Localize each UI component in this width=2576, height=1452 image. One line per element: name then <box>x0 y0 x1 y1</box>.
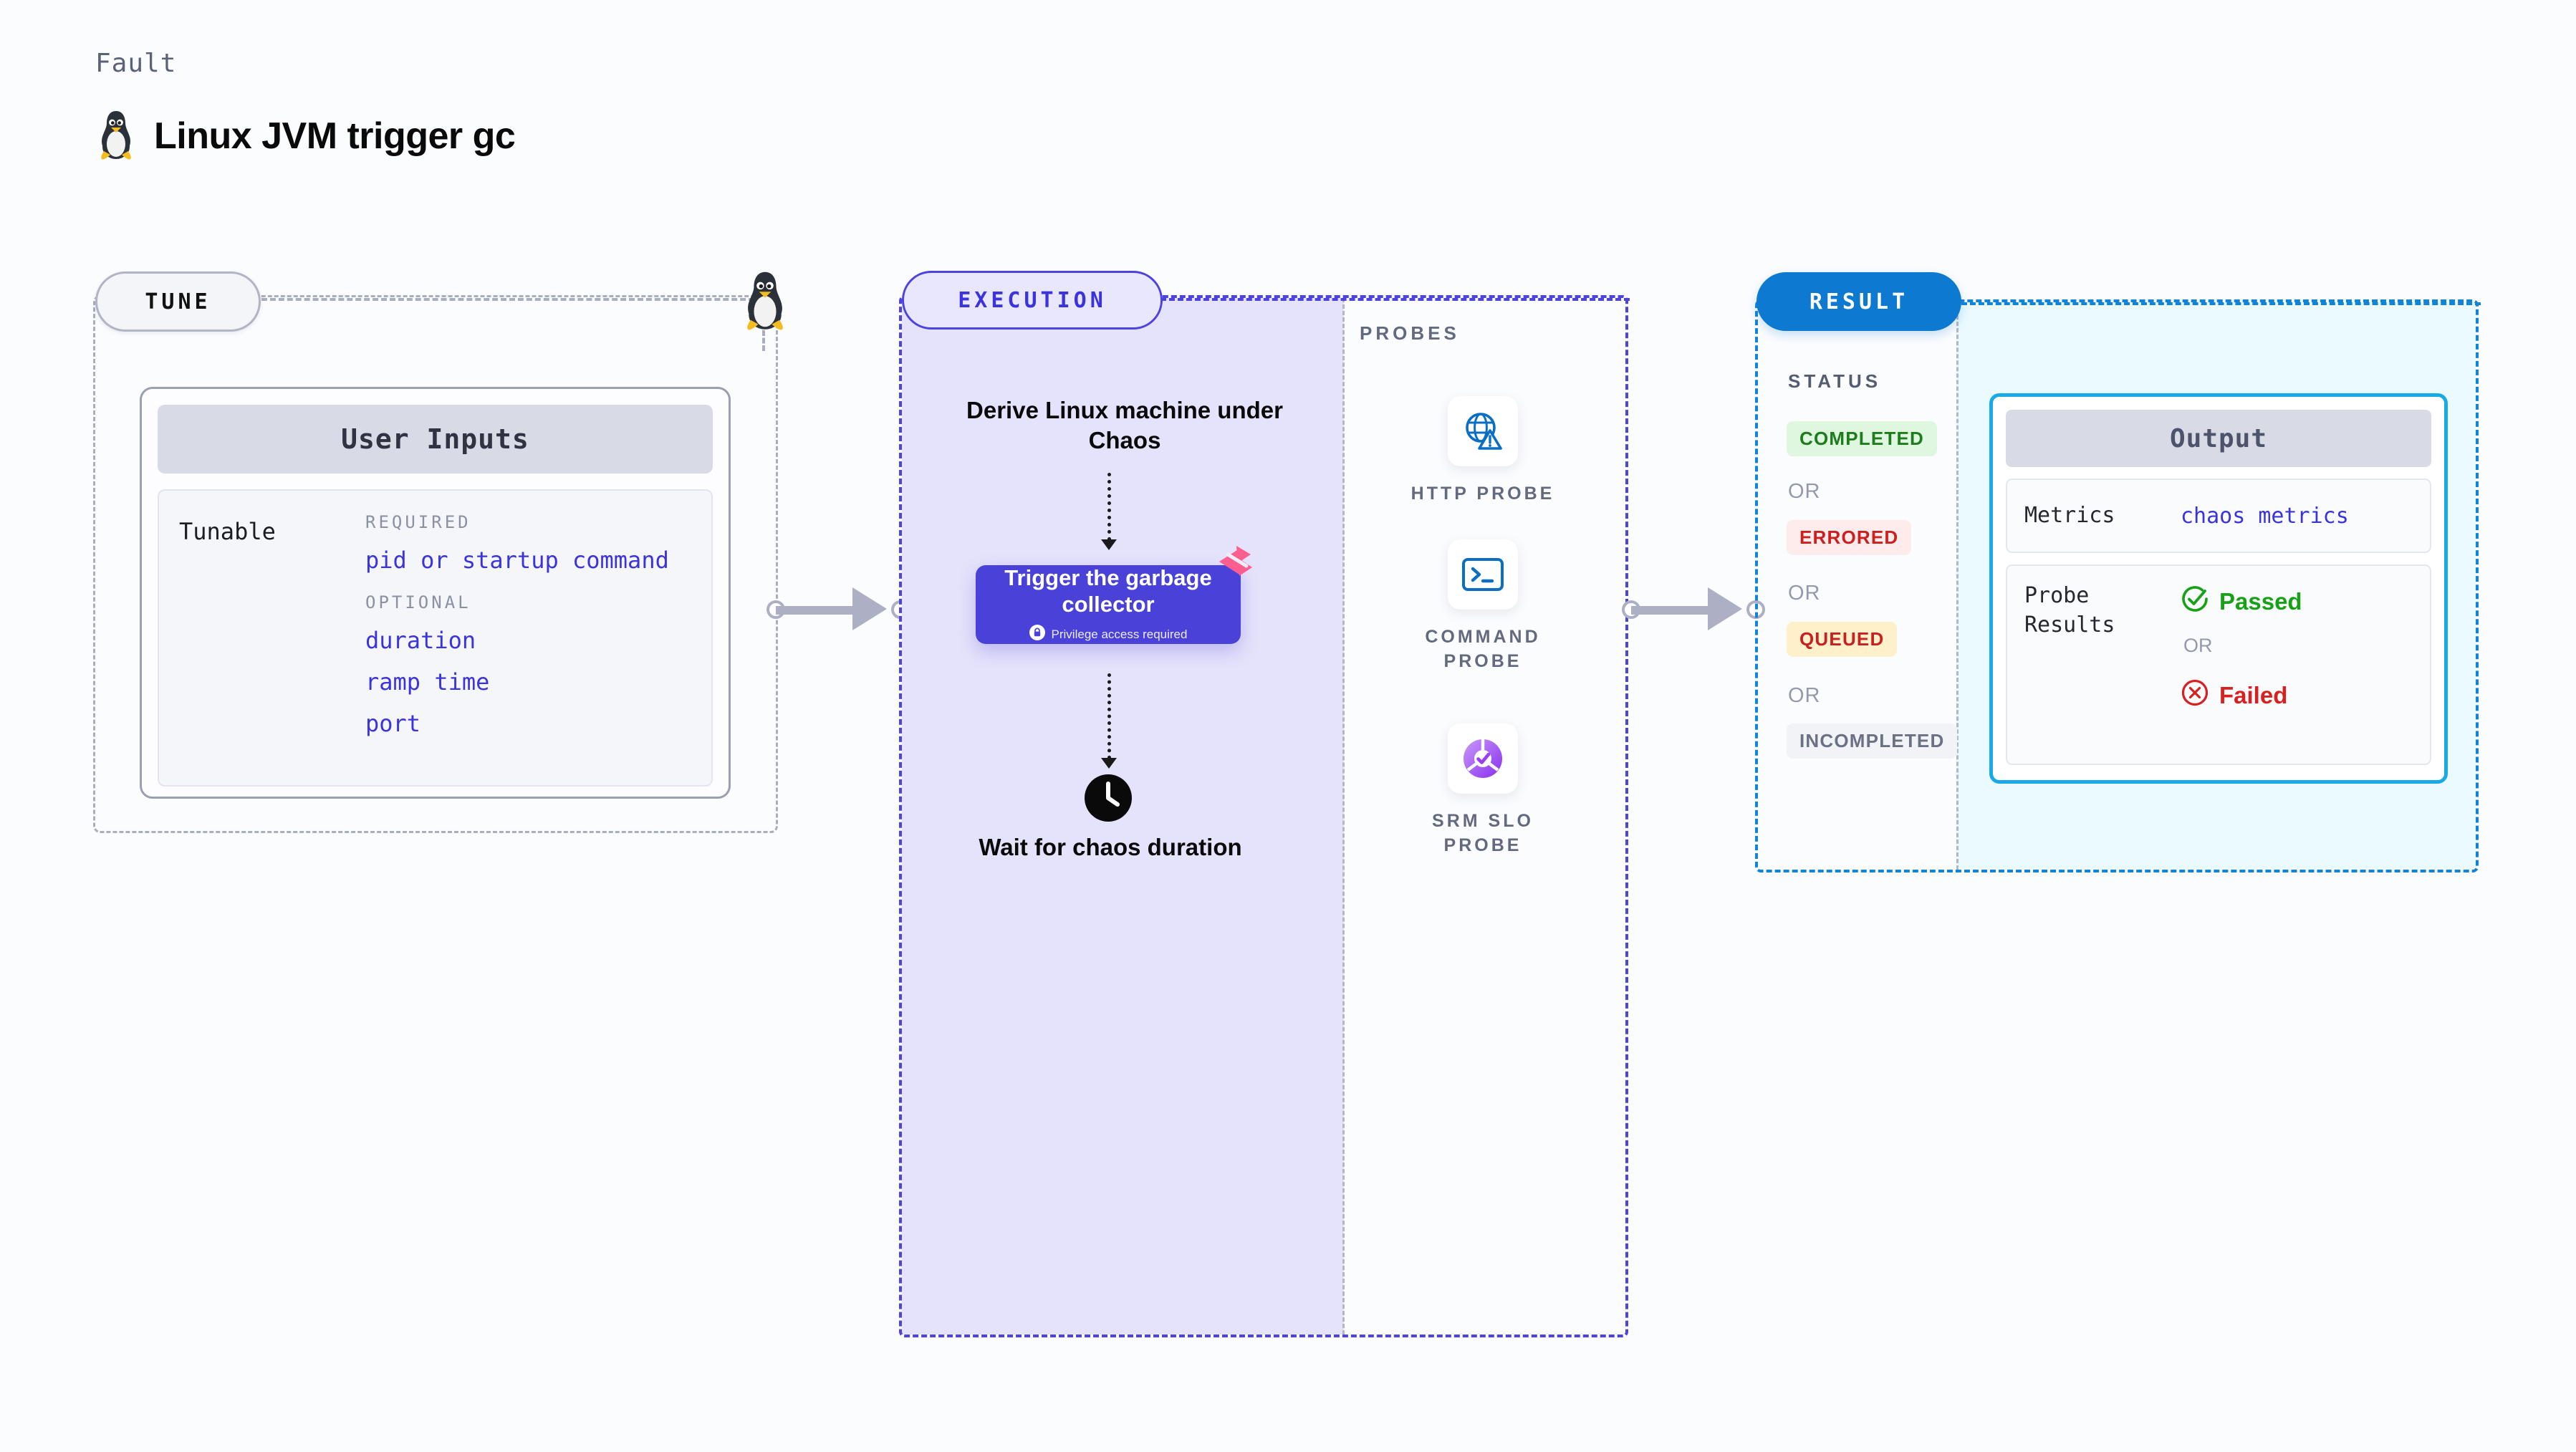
flow-arrow-2 <box>1107 673 1114 759</box>
or-separator: OR <box>1788 480 1821 503</box>
connector-tune-to-execution <box>766 587 910 630</box>
verdict-failed: Failed <box>2181 678 2418 713</box>
harness-fault-badge-icon <box>1218 544 1254 579</box>
slo-donut-check-icon <box>1448 723 1518 794</box>
privilege-note: Privilege access required <box>1029 625 1188 644</box>
status-badge: ERRORED <box>1787 520 1912 555</box>
result-column-divider <box>1956 302 1959 870</box>
tunable-label: Tunable <box>179 518 276 545</box>
probe-verdict-list: Passed OR Failed <box>2181 582 2418 713</box>
step-wait-duration: Wait for chaos duration <box>979 834 1242 860</box>
or-separator: OR <box>2183 635 2213 656</box>
status-badge: QUEUED <box>1787 622 1898 657</box>
lock-icon <box>1029 625 1045 644</box>
status-badge: COMPLETED <box>1787 421 1938 456</box>
status-column-label: STATUS <box>1788 370 1882 392</box>
probe-http[interactable]: HTTP PROBE <box>1400 396 1565 506</box>
metrics-key: Metrics <box>2024 502 2115 528</box>
execution-section-pill[interactable]: EXECUTION <box>902 271 1163 330</box>
connector-line <box>776 606 869 615</box>
probes-column-divider <box>1342 298 1345 1335</box>
output-card: Output Metrics chaos metrics Probe Resul… <box>1989 393 2448 784</box>
tux-penguin-icon <box>739 269 791 330</box>
or-separator: OR <box>1788 684 1821 707</box>
output-probe-results-row: Probe Results Passed OR <box>2006 564 2431 765</box>
status-badge: INCOMPLETED <box>1787 723 1958 759</box>
page-header: Fault Linux JVM trigger gc <box>95 49 516 163</box>
tunable-item[interactable]: ramp time <box>365 668 490 696</box>
result-section-frame <box>1755 299 2479 872</box>
group-title-optional: OPTIONAL <box>365 592 471 612</box>
connector-line <box>1631 606 1724 615</box>
tunable-box: Tunable REQUIRED pid or startup command … <box>158 489 713 787</box>
tune-section-pill[interactable]: TUNE <box>95 271 261 332</box>
user-inputs-title: User Inputs <box>158 405 713 473</box>
probes-column-label: PROBES <box>1360 322 1460 344</box>
output-metrics-row: Metrics chaos metrics <box>2006 479 2431 553</box>
tux-penguin-icon <box>95 108 137 163</box>
privilege-note-text: Privilege access required <box>1051 627 1188 641</box>
output-title: Output <box>2006 410 2431 467</box>
tune-lead-line <box>261 298 763 301</box>
probe-srm-slo[interactable]: SRM SLO PROBE <box>1400 723 1565 858</box>
metrics-value[interactable]: chaos metrics <box>2181 503 2349 529</box>
tune-section-frame <box>93 295 778 833</box>
result-section-pill[interactable]: RESULT <box>1756 272 1961 331</box>
probe-label: COMMAND PROBE <box>1425 627 1541 671</box>
flow-arrow-1 <box>1107 473 1114 541</box>
globe-warning-icon <box>1448 396 1518 466</box>
result-lead-line <box>1961 302 2481 305</box>
tunable-item[interactable]: port <box>365 710 421 737</box>
execution-lead-line <box>1160 298 1630 301</box>
probe-results-key: Probe Results <box>2024 583 2115 638</box>
connector-execution-to-result <box>1622 587 1765 630</box>
flow-arrowhead-2 <box>1101 758 1117 769</box>
page-title-row: Linux JVM trigger gc <box>95 108 516 163</box>
step-derive-machine: Derive Linux machine under Chaos <box>966 397 1283 454</box>
x-circle-icon <box>2181 678 2209 713</box>
probe-command[interactable]: COMMAND PROBE <box>1400 539 1565 674</box>
tunable-list: REQUIRED pid or startup command OPTIONAL… <box>365 509 701 785</box>
tux-stem-line <box>762 315 765 351</box>
verdict-failed-label: Failed <box>2219 682 2288 708</box>
page-title: Linux JVM trigger gc <box>154 115 516 157</box>
connector-arrowhead <box>1708 587 1742 630</box>
tunable-item[interactable]: duration <box>365 627 476 654</box>
clock-icon <box>1084 774 1133 822</box>
probe-label: SRM SLO PROBE <box>1432 811 1534 855</box>
trigger-gc-title: Trigger the garbage collector <box>1004 564 1212 617</box>
group-title-required: REQUIRED <box>365 512 471 532</box>
fault-kicker: Fault <box>95 49 177 78</box>
or-separator: OR <box>1788 582 1821 605</box>
flow-arrowhead-1 <box>1101 539 1117 550</box>
user-inputs-card: User Inputs Tunable REQUIRED pid or star… <box>140 387 731 799</box>
execution-section-frame <box>899 295 1628 1337</box>
tunable-item[interactable]: pid or startup command <box>365 547 669 574</box>
terminal-prompt-icon <box>1448 539 1518 610</box>
verdict-passed: Passed <box>2181 585 2418 619</box>
probe-label: HTTP PROBE <box>1410 484 1555 504</box>
verdict-passed-label: Passed <box>2219 588 2302 615</box>
connector-arrowhead <box>852 587 887 630</box>
trigger-gc-card[interactable]: Trigger the garbage collector Privilege … <box>976 565 1241 644</box>
check-circle-icon <box>2181 585 2209 619</box>
